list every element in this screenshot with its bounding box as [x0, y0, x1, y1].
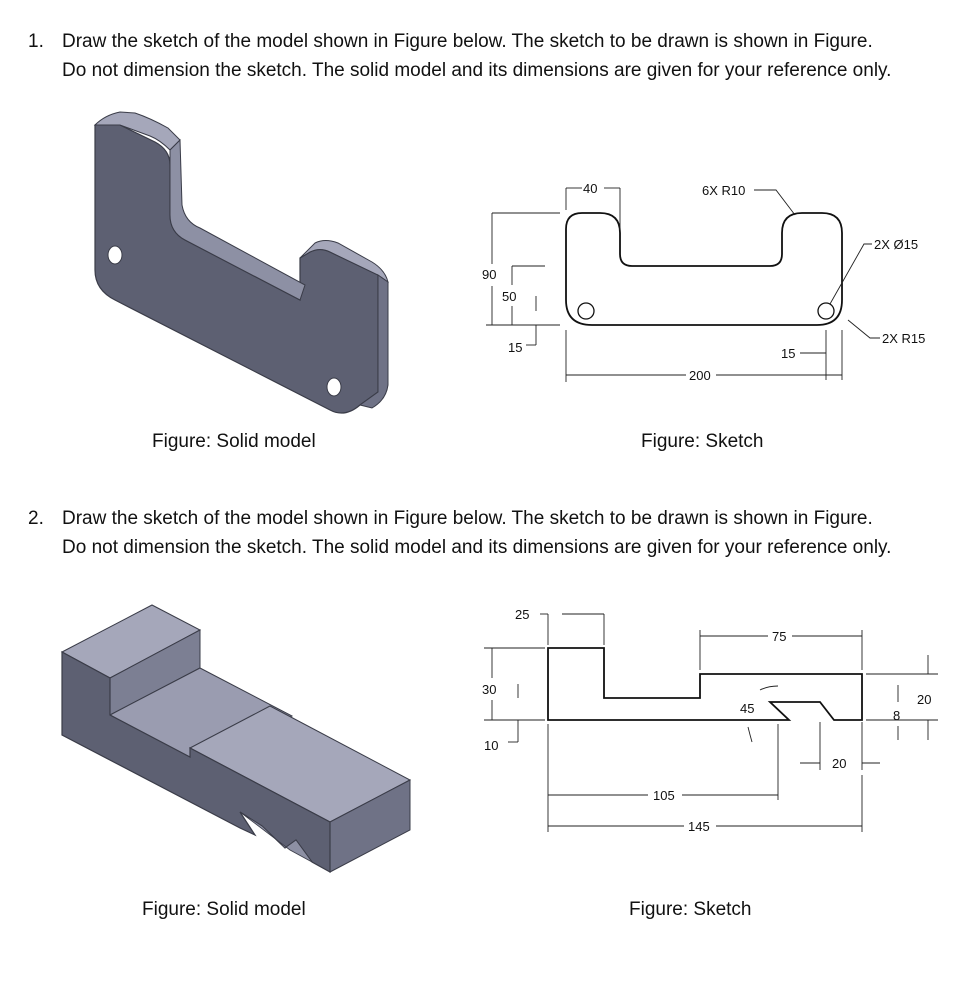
caption-sketch-1: Figure: Sketch: [641, 431, 764, 452]
question-line-1: Draw the sketch of the model shown in Fi…: [62, 31, 873, 52]
solid-1-hole-right: [326, 377, 342, 397]
sketch-2-profile: [547, 647, 863, 721]
solid-1-top-left: [93, 111, 181, 151]
dim-20-horizontal: 20: [832, 756, 846, 771]
dim-145: 145: [688, 819, 710, 834]
question-text: Draw the sketch of the model shown in Fi…: [62, 27, 962, 85]
dim-15-vertical: 15: [508, 340, 522, 355]
question-number: 1.: [28, 31, 44, 52]
dim-10: 10: [484, 738, 498, 753]
solid-1-right-side: [358, 274, 389, 409]
dim-75: 75: [772, 629, 786, 644]
dim-15-horizontal: 15: [781, 346, 795, 361]
dim-8: 8: [893, 708, 900, 723]
dim-90: 90: [482, 267, 496, 282]
question-number: 2.: [28, 508, 44, 529]
dim-105: 105: [653, 788, 675, 803]
question-text: Draw the sketch of the model shown in Fi…: [62, 504, 962, 562]
caption-sketch-2: Figure: Sketch: [629, 899, 752, 920]
solid-2-dovetail: [239, 811, 313, 863]
question-line-1: Draw the sketch of the model shown in Fi…: [62, 508, 873, 529]
caption-solid-model-2: Figure: Solid model: [142, 899, 306, 920]
solid-1-top-right: [299, 240, 389, 284]
dim-30: 30: [482, 682, 496, 697]
solid-1-inner-side: [169, 138, 306, 301]
caption-solid-model-1: Figure: Solid model: [152, 431, 316, 452]
dim-45: 45: [740, 701, 754, 716]
question-line-2: Do not dimension the sketch. The solid m…: [62, 60, 892, 81]
dim-6x-r10: 6X R10: [702, 183, 745, 198]
dim-40: 40: [583, 181, 597, 196]
dim-50: 50: [502, 289, 516, 304]
sketch-1-hole-right: [817, 302, 835, 320]
sketch-1-profile: [565, 212, 843, 326]
question-line-2: Do not dimension the sketch. The solid m…: [62, 537, 892, 558]
dim-2x-r15: 2X R15: [882, 331, 925, 346]
sketch-1-hole-left: [577, 302, 595, 320]
dim-2x-dia15: 2X Ø15: [874, 237, 918, 252]
dim-20-vertical: 20: [917, 692, 931, 707]
solid-1-hole-left: [107, 245, 123, 265]
dim-200: 200: [689, 368, 711, 383]
dim-25: 25: [515, 607, 529, 622]
